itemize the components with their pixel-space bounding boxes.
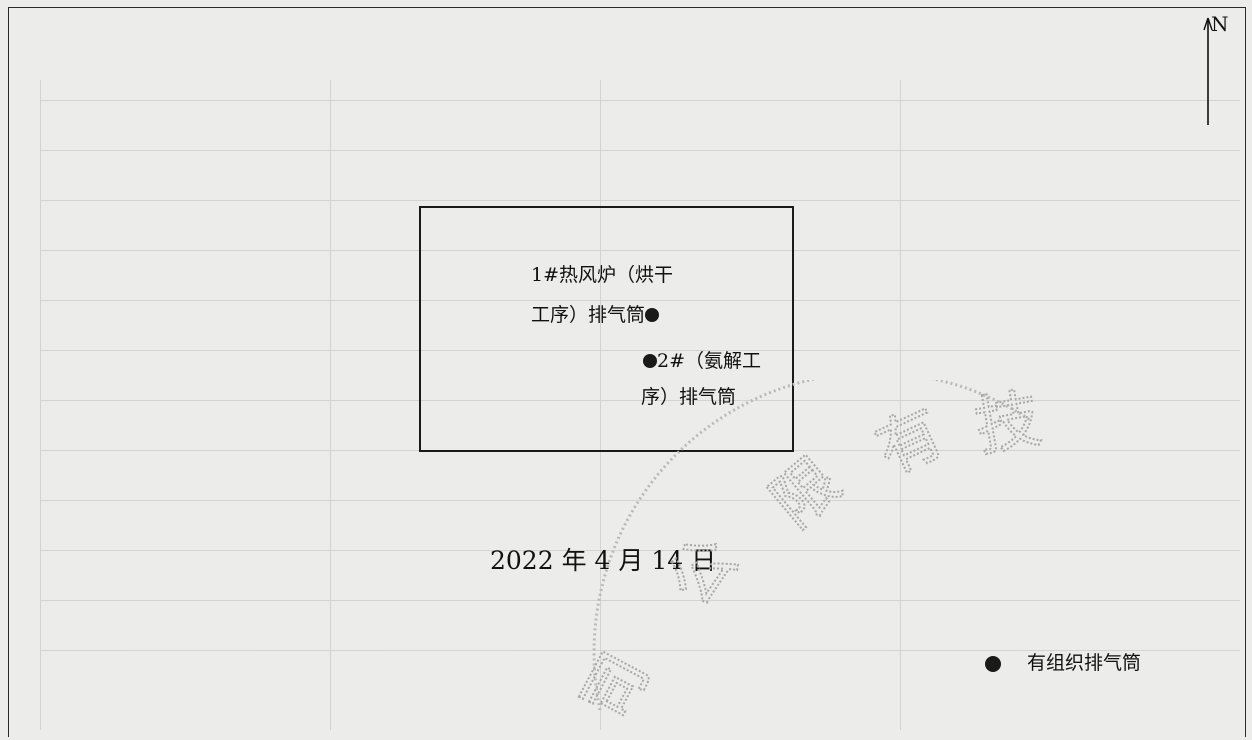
legend: 有组织排气筒 xyxy=(985,648,1141,675)
svg-text:公: 公 xyxy=(654,524,752,620)
stack2-label-line1: 2#（氨解工 xyxy=(643,352,761,371)
stack2-marker-icon xyxy=(643,354,657,368)
svg-text:司: 司 xyxy=(569,641,664,732)
stack1-label-text: 工序）排气筒 xyxy=(531,304,646,326)
svg-text:技: 技 xyxy=(970,382,1046,466)
stack2-label-text: 2#（氨解工 xyxy=(657,350,762,372)
stack1-label-line2: 工序）排气筒 xyxy=(531,304,660,326)
north-arrow-icon xyxy=(1203,17,1213,125)
svg-text:限: 限 xyxy=(758,444,855,542)
map-date: 2022 年 4 月 14 日 xyxy=(490,546,717,575)
map-frame xyxy=(8,7,1246,737)
stack1-marker-icon xyxy=(645,308,660,322)
stack1-label-line1: 1#热风炉（烘干 xyxy=(531,264,674,286)
plant-boundary xyxy=(419,206,794,452)
north-label: N xyxy=(1211,12,1229,36)
svg-text:有: 有 xyxy=(865,395,954,489)
legend-stack-icon xyxy=(985,656,1001,672)
company-seal-icon: 司 公 限 有 技 xyxy=(568,380,1047,734)
stack2-label-line2: 序）排气筒 xyxy=(641,386,737,408)
legend-label: 有组织排气筒 xyxy=(1027,652,1142,674)
